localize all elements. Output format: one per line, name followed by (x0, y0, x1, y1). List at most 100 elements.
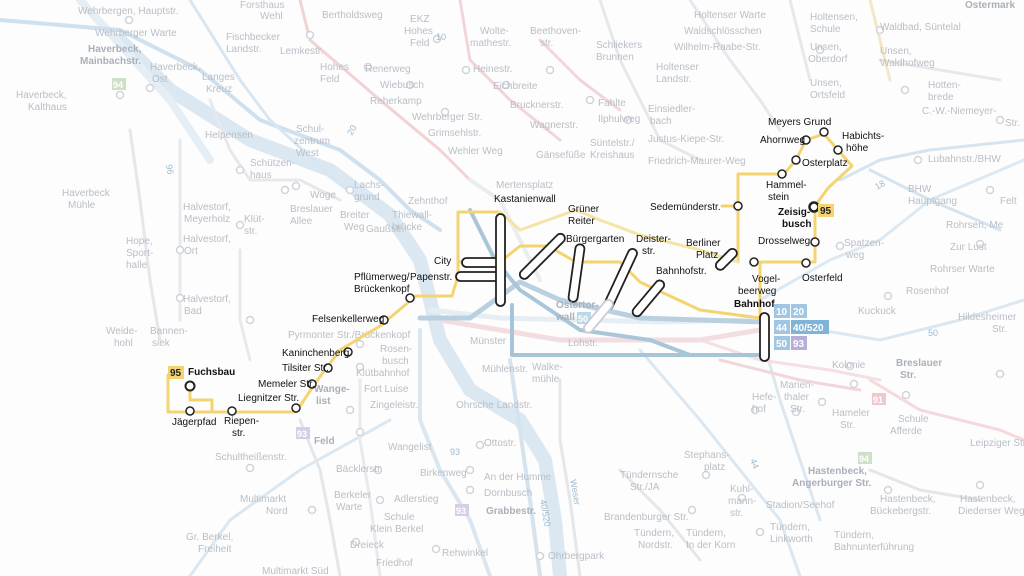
svg-text:BHW: BHW (908, 184, 932, 195)
svg-text:Kreuz: Kreuz (206, 84, 232, 95)
svg-text:Brunnen: Brunnen (596, 52, 634, 63)
svg-text:Klütbahnhof: Klütbahnhof (356, 368, 410, 379)
svg-text:Tündern,: Tündern, (634, 528, 674, 539)
stop-gruener-reiter[interactable] (518, 232, 567, 281)
svg-text:platz: platz (704, 462, 725, 473)
stop-ostertorwall[interactable] (582, 298, 615, 334)
bahnhof-line-badges: 10 20 44 40/520 50 93 (774, 304, 829, 350)
svg-text:Feld: Feld (410, 38, 429, 49)
svg-text:Stephans-: Stephans- (684, 450, 730, 461)
svg-text:Warte: Warte (336, 502, 363, 513)
svg-text:Wagnerstr.: Wagnerstr. (530, 120, 578, 131)
svg-text:Weg: Weg (344, 222, 364, 233)
svg-text:Kreishaus: Kreishaus (590, 150, 634, 161)
stop-pfluemerweg[interactable] (405, 293, 415, 303)
svg-text:Tündern,: Tündern, (834, 530, 874, 541)
svg-text:Lemkestr.: Lemkestr. (280, 46, 323, 57)
svg-text:Nord: Nord (266, 506, 288, 517)
svg-text:Str.: Str. (900, 370, 916, 381)
svg-text:Waldschlösschen: Waldschlösschen (684, 26, 761, 37)
stop-fuchsbau[interactable] (184, 380, 196, 392)
route-95-labels: Fuchsbau Jägerpfad Riepen- str. Liegnitz… (172, 117, 884, 439)
label-ostertorwall-1: Ostertor- (556, 300, 599, 311)
label-zeisigbusch-1: Zeisig- (778, 207, 810, 218)
svg-text:Str.: Str. (1005, 118, 1020, 129)
stop-osterfeld[interactable] (801, 258, 811, 268)
svg-text:Gänsefüße: Gänsefüße (536, 150, 586, 161)
svg-text:Kuckuck: Kuckuck (858, 306, 897, 317)
svg-text:siek: siek (152, 338, 171, 349)
svg-text:Hastenbeck,: Hastenbeck, (960, 494, 1016, 505)
svg-text:Lohstr.: Lohstr. (568, 338, 598, 349)
stop-buergergarten[interactable] (567, 243, 586, 303)
stop-kastanienwall[interactable] (495, 213, 506, 307)
stop-papenstr[interactable] (455, 271, 501, 282)
stop-sedemuender[interactable] (733, 201, 743, 211)
svg-text:Angerburger Str.: Angerburger Str. (792, 478, 872, 489)
label-drosselweg: Drosselweg (758, 236, 810, 247)
stop-drosselweg[interactable] (810, 237, 820, 247)
stop-berliner-platz[interactable] (714, 247, 739, 272)
stop-liegnitzer[interactable] (291, 403, 301, 413)
stop-bahnhof[interactable] (759, 312, 770, 362)
svg-text:Helpensen: Helpensen (205, 130, 253, 141)
svg-text:Gr. Berkel,: Gr. Berkel, (186, 532, 233, 543)
stop-meyers-grund[interactable] (819, 127, 829, 137)
stop-kaninchenberg[interactable] (343, 347, 353, 357)
stop-hammelstein[interactable] (777, 169, 787, 179)
stop-habichtshoehe[interactable] (833, 145, 843, 155)
stop-vogelbeerweg[interactable] (749, 257, 759, 267)
svg-text:Spatzen-: Spatzen- (844, 238, 884, 249)
svg-text:Hohes: Hohes (320, 62, 349, 73)
stop-bahnhofstr[interactable] (631, 279, 666, 318)
svg-text:Schliekers: Schliekers (596, 40, 642, 51)
stop-osterplatz[interactable] (791, 155, 801, 165)
stop-riepenstr[interactable] (227, 406, 237, 416)
stop-jaegerpfad[interactable] (185, 406, 195, 416)
label-deisterstr-2: str. (642, 246, 655, 257)
svg-text:Multimarkt: Multimarkt (240, 494, 286, 505)
svg-text:Schule: Schule (384, 512, 415, 523)
svg-text:list: list (316, 396, 331, 407)
svg-text:Grimsehlstr.: Grimsehlstr. (428, 128, 481, 139)
stop-ahornweg[interactable] (801, 135, 811, 145)
svg-text:Bahnunterführung: Bahnunterführung (834, 542, 914, 553)
stop-tilsiter[interactable] (323, 363, 333, 373)
label-osterplatz: Osterplatz (802, 158, 848, 169)
svg-text:Dornbusch: Dornbusch (484, 488, 532, 499)
svg-text:Rosen-: Rosen- (380, 344, 412, 355)
svg-text:Klein Berkel: Klein Berkel (370, 524, 423, 535)
svg-text:Feld: Feld (314, 436, 335, 447)
svg-text:Haverbeck,: Haverbeck, (16, 90, 67, 101)
svg-text:Unsen,: Unsen, (810, 78, 842, 89)
svg-text:Str.: Str. (840, 420, 855, 431)
river-weser (113, 33, 567, 576)
svg-text:40/520: 40/520 (793, 323, 824, 334)
svg-text:10: 10 (436, 32, 446, 42)
svg-text:Unsen,: Unsen, (880, 46, 912, 57)
label-ahornweg: Ahornweg (760, 135, 805, 146)
svg-text:Reherkamp: Reherkamp (370, 96, 422, 107)
svg-text:thaler: thaler (784, 392, 810, 403)
svg-text:Ostermark: Ostermark (965, 0, 1015, 11)
label-zeisigbusch-2: busch (782, 219, 811, 230)
stop-memeler[interactable] (307, 379, 317, 389)
stop-zeisigbusch[interactable] (808, 201, 820, 213)
svg-text:Afferde: Afferde (890, 426, 922, 437)
svg-text:Pyrmonter Str./Brückenkopf: Pyrmonter Str./Brückenkopf (288, 330, 410, 341)
svg-text:Tündernsche: Tündernsche (620, 470, 679, 481)
svg-text:Str./JA: Str./JA (630, 482, 660, 493)
svg-text:Hastenbeck,: Hastenbeck, (880, 494, 936, 505)
svg-text:Feld: Feld (320, 74, 339, 85)
svg-text:Wehrberger Warte: Wehrberger Warte (95, 28, 177, 39)
svg-text:Halvestorf,: Halvestorf, (183, 202, 231, 213)
svg-text:Allee: Allee (290, 216, 313, 227)
svg-text:Holtenser Warte: Holtenser Warte (694, 10, 766, 21)
label-fuchsbau: Fuchsbau (188, 367, 235, 378)
svg-text:93: 93 (793, 339, 805, 350)
svg-text:hohl: hohl (114, 338, 133, 349)
svg-text:Süntelstr./: Süntelstr./ (590, 138, 635, 149)
stop-felsenkellerweg[interactable] (379, 315, 389, 325)
